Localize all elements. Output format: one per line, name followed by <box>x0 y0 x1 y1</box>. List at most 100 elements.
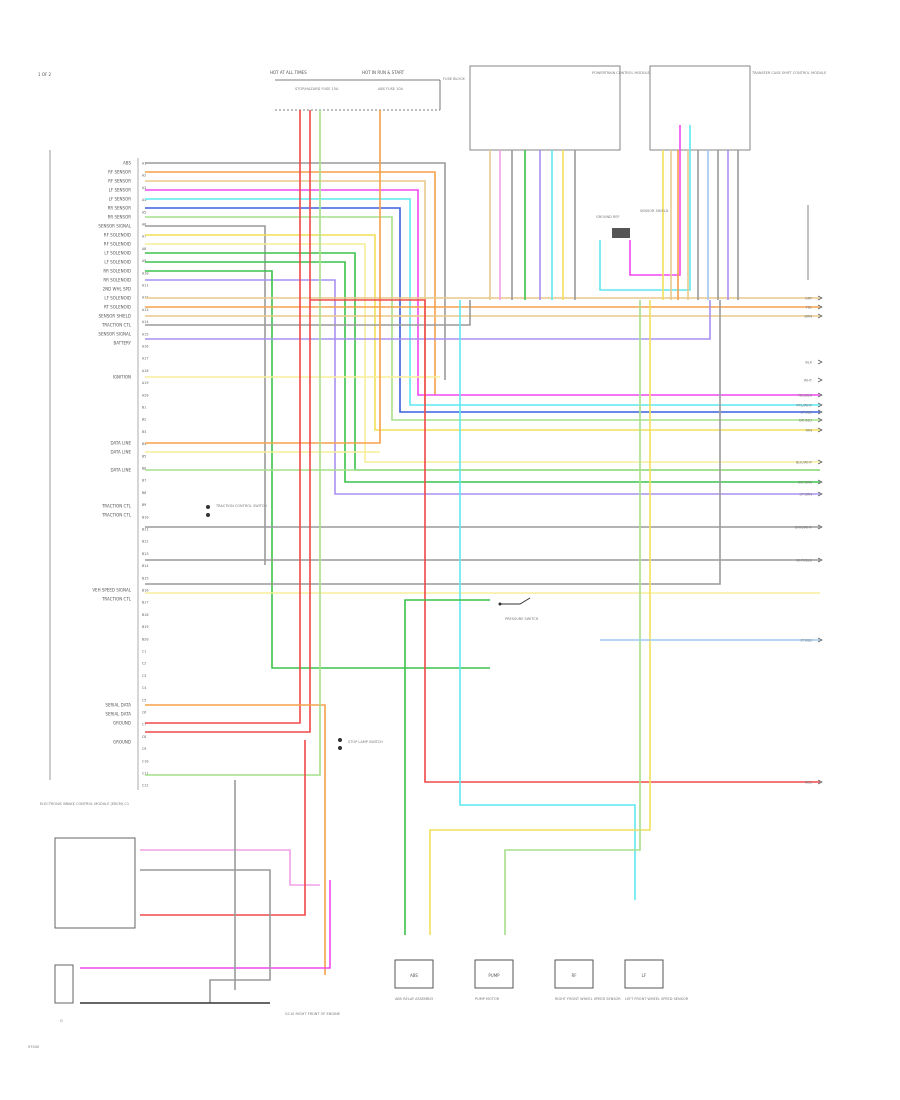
left-label: RR SENSOR <box>108 206 132 211</box>
left-label: SENSOR SIGNAL <box>98 332 131 337</box>
brake-switch: STOP LAMP SWITCH <box>338 738 383 750</box>
arrow-icon <box>817 459 823 465</box>
pin-label: B17 <box>142 601 149 605</box>
left-label: DATA LINE <box>110 468 131 473</box>
pin-label: A19 <box>142 381 149 385</box>
pin-label: B8 <box>142 491 146 495</box>
right-label: PPL/WHT <box>796 404 812 408</box>
left-label: VEH SPEED SIGNAL <box>92 588 131 593</box>
right-label: YEL <box>806 306 812 310</box>
pin-label: A15 <box>142 332 149 336</box>
pin-label: A1 <box>142 162 146 166</box>
pcm-module: POWERTRAIN CONTROL MODULE <box>469 65 650 151</box>
pin-label: C8 <box>142 735 146 739</box>
wire <box>310 299 820 783</box>
footer-code: 97040 <box>28 1045 39 1049</box>
pin-label: A5 <box>142 210 146 214</box>
left-label: RF SENSOR <box>108 170 131 175</box>
wire-layer <box>80 110 820 1004</box>
wire <box>145 261 820 483</box>
left-label: RR SENSOR <box>108 215 132 220</box>
left-label: RR SOLENOID <box>103 278 131 283</box>
right-label: RED <box>805 781 813 785</box>
wire <box>140 869 271 1003</box>
pin-label: C12 <box>142 784 149 788</box>
pin-label: B19 <box>142 625 149 629</box>
wire <box>145 234 820 431</box>
wire <box>140 740 306 916</box>
left-label: RF SOLENOID <box>104 233 131 238</box>
left-label: TRACTION CTL <box>101 323 132 328</box>
ground-note: G110 RIGHT FRONT OF ENGINE <box>285 1012 340 1016</box>
right-label: LT BLU <box>801 411 813 415</box>
left-label: DATA LINE <box>110 441 131 446</box>
left-label: RT SOLENOID <box>104 305 131 310</box>
left-label: IGNITION <box>113 375 131 380</box>
component-box <box>394 959 434 989</box>
pin-label: A13 <box>142 308 149 312</box>
arrow-icon <box>817 524 823 530</box>
pin-label: A16 <box>142 345 149 349</box>
pin-label: C6 <box>142 711 146 715</box>
right-label: BLK <box>805 361 812 365</box>
pin-label: B5 <box>142 454 146 458</box>
component-caption: ABS RELAY ASSEMBLY <box>395 997 434 1001</box>
wire <box>145 704 326 975</box>
wire <box>145 110 311 733</box>
right-label: LT GRN <box>800 493 813 497</box>
pin-label: A17 <box>142 357 149 361</box>
transfer-module: TRANSFER CASE SHIFT CONTROL MODULE <box>649 65 826 151</box>
arrow-icon <box>817 637 823 643</box>
arrow-icon <box>817 313 823 319</box>
component-name: PUMP <box>488 973 500 978</box>
pin-label: A20 <box>142 393 149 397</box>
pin-label: C2 <box>142 662 146 666</box>
pin-label: A10 <box>142 271 149 275</box>
wire <box>145 110 301 724</box>
wire <box>145 243 820 463</box>
pin-label: C1 <box>142 650 146 654</box>
left-label: LF SENSOR <box>109 188 132 193</box>
pin-label: A3 <box>142 186 146 190</box>
arrow-icon <box>817 409 823 415</box>
component-box <box>624 959 664 989</box>
arrow-icon <box>817 392 823 398</box>
wire <box>145 225 266 565</box>
left-label: LF SENSOR <box>109 197 132 202</box>
right-label: WHT <box>804 379 813 383</box>
arrow-icon <box>817 377 823 383</box>
pin-label: A7 <box>142 235 146 239</box>
component-caption: RIGHT FRONT WHEEL SPEED SENSOR <box>555 997 621 1001</box>
pin-label: A8 <box>142 247 146 251</box>
left-label: TRACTION CTL <box>101 597 132 602</box>
arrow-icon <box>817 304 823 310</box>
pin-label: A2 <box>142 174 146 178</box>
ebcm-box: ELECTRONIC BRAKE CONTROL MODULE (EBCM) C… <box>28 802 340 1049</box>
sensor-shield-label: SENSOR SHIELD <box>640 209 669 213</box>
right-label: BLK/WHT <box>796 461 813 465</box>
wire <box>145 189 820 396</box>
pin-label: B14 <box>142 564 149 568</box>
pin-label: C10 <box>142 759 149 763</box>
pin-label: C3 <box>142 674 146 678</box>
wire <box>140 849 320 886</box>
wire <box>145 300 711 340</box>
pin-label: B2 <box>142 418 146 422</box>
left-label: GROUND <box>113 721 131 726</box>
pin-label: B20 <box>142 637 149 641</box>
fuse-right-label: HOT IN RUN & START <box>362 70 405 75</box>
left-label: LF SOLENOID <box>104 251 131 256</box>
pcm-label: POWERTRAIN CONTROL MODULE <box>592 71 650 75</box>
right-label: BRN <box>805 315 813 319</box>
left-label: BATTERY <box>114 341 132 346</box>
pin-label: B16 <box>142 589 149 593</box>
wire <box>145 300 471 326</box>
left-label: 2ND WHL SPD <box>103 287 131 292</box>
wire <box>145 180 426 405</box>
page-tag: 1 OF 2 <box>38 72 52 77</box>
wire <box>145 216 820 421</box>
pin-label: B10 <box>142 515 149 519</box>
